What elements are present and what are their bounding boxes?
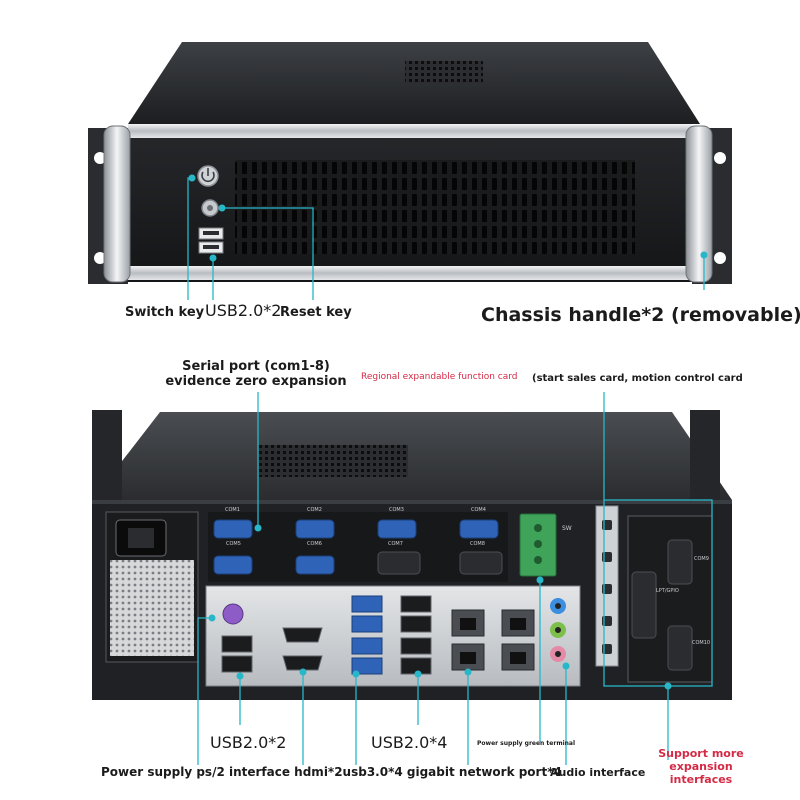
usb2-port-rear-a[interactable] xyxy=(221,635,253,653)
power-supply xyxy=(105,511,199,663)
usb2-port-2[interactable] xyxy=(400,615,432,633)
lpt-gpio-blank xyxy=(631,571,657,639)
usb2-port-1[interactable] xyxy=(400,595,432,613)
com2-print: COM2 xyxy=(307,507,322,513)
sales-card-label: (start sales card, motion control card xyxy=(532,373,743,384)
com9-print: COM9 xyxy=(694,556,709,562)
top-vent-rear xyxy=(258,445,408,477)
ps2-port[interactable] xyxy=(222,603,244,625)
regional-card-label: Regional expandable function card xyxy=(361,372,518,382)
rear-usb2-left-label: USB2.0*2 xyxy=(210,733,287,752)
com8-print: COM8 xyxy=(470,541,485,547)
com-port-6[interactable] xyxy=(295,555,335,575)
chassis-handle-label: Chassis handle*2 (removable) xyxy=(481,304,800,326)
audio-interface-label: Audio interface xyxy=(550,766,646,779)
com3-print: COM3 xyxy=(389,507,404,513)
green-terminal-label: Power supply green terminal xyxy=(477,740,576,747)
com-port-4[interactable] xyxy=(459,519,499,539)
com-port-8-blank xyxy=(459,551,503,575)
usb3-port-2[interactable] xyxy=(351,615,383,633)
com-port-1[interactable] xyxy=(213,519,253,539)
com4-print: COM4 xyxy=(471,507,486,513)
hdmi-port-2[interactable] xyxy=(282,655,323,671)
com-port-9-blank xyxy=(667,539,693,585)
com9-com10-bracket xyxy=(627,515,713,683)
power-green-terminal xyxy=(519,513,557,577)
usb2-port-3[interactable] xyxy=(400,637,432,655)
front-vent xyxy=(235,160,635,254)
com-port-7-blank xyxy=(377,551,421,575)
rear-chassis xyxy=(92,392,732,765)
com10-print: COM10 xyxy=(692,640,711,646)
io-shield xyxy=(205,585,581,687)
top-vent-front xyxy=(405,61,483,83)
com5-print: COM5 xyxy=(226,541,241,547)
expansion-label-3: interfaces xyxy=(669,773,733,786)
com-port-10-blank xyxy=(667,625,693,671)
switch-key-label: Switch key xyxy=(125,305,205,320)
ports-summary-label: Power supply ps/2 interface hdmi*2usb3.0… xyxy=(101,765,562,779)
com6-print: COM6 xyxy=(307,541,322,547)
chassis-handle-right xyxy=(685,125,713,283)
com-port-2[interactable] xyxy=(295,519,335,539)
reset-key-label: Reset key xyxy=(280,305,352,320)
usb3-port-1[interactable] xyxy=(351,595,383,613)
expansion-label-1: Support more xyxy=(658,747,744,760)
serial-port-label: Serial port (com1-8) xyxy=(182,359,330,374)
usb3-port-4[interactable] xyxy=(351,657,383,675)
reset-button[interactable] xyxy=(201,199,219,217)
com1-print: COM1 xyxy=(225,507,240,513)
chassis-handle-left xyxy=(103,125,131,283)
com-port-3[interactable] xyxy=(377,519,417,539)
com-ports xyxy=(208,512,508,582)
rear-callouts xyxy=(197,392,713,765)
power-button[interactable] xyxy=(197,165,219,187)
usb3-port-3[interactable] xyxy=(351,637,383,655)
expansion-label-2: expansion xyxy=(669,760,733,773)
lpt-gpio-print: LPT/GPIO xyxy=(656,588,679,594)
expansion-slot-bracket xyxy=(595,505,619,667)
front-usb-label: USB2.0*2 xyxy=(205,301,282,320)
rear-usb2-right-label: USB2.0*4 xyxy=(371,733,448,752)
hdmi-port-1[interactable] xyxy=(282,627,323,643)
serial-port-label-2: evidence zero expansion xyxy=(165,374,347,389)
front-chassis xyxy=(88,42,732,300)
com7-print: COM7 xyxy=(388,541,403,547)
psu-fan-mesh xyxy=(110,560,194,656)
sw-print: SW xyxy=(562,525,572,532)
com-port-5[interactable] xyxy=(213,555,253,575)
usb2-port-rear-b[interactable] xyxy=(221,655,253,673)
front-usb-ports[interactable] xyxy=(198,227,224,254)
